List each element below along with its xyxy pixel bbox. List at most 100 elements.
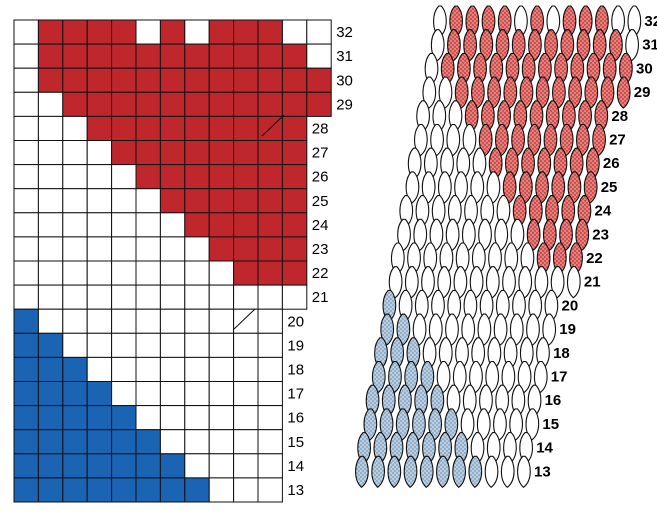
grid-cell (258, 406, 282, 430)
grid-cell (258, 333, 282, 357)
grid-cell (160, 213, 184, 237)
row-label: 28 (312, 121, 329, 138)
row-label: 21 (312, 289, 329, 306)
grid-cell (14, 478, 38, 502)
grid-cell (112, 382, 136, 406)
grid-cell (209, 454, 233, 478)
grid-cell (160, 92, 184, 116)
row-label: 16 (287, 410, 304, 427)
grid-cell (258, 357, 282, 381)
grid-cell (185, 141, 209, 165)
row-label: 30 (336, 72, 353, 89)
row-label: 15 (287, 434, 304, 451)
grid-cell (209, 189, 233, 213)
scale-cell (469, 456, 482, 487)
grid-cell (160, 478, 184, 502)
grid-cell (112, 285, 136, 309)
grid-cell (258, 213, 282, 237)
grid-cell (136, 92, 160, 116)
grid-cell (63, 20, 87, 44)
row-label: 20 (562, 297, 579, 314)
row-label: 24 (312, 217, 329, 234)
grid-cell (63, 141, 87, 165)
grid-cell (38, 165, 62, 189)
grid-cell (14, 309, 38, 333)
grid-cell (14, 116, 38, 140)
grid-cell (14, 20, 38, 44)
grid-cell (63, 165, 87, 189)
grid-cell (185, 430, 209, 454)
grid-cell (63, 116, 87, 140)
grid-cell (136, 430, 160, 454)
grid-cell (282, 68, 306, 92)
grid-cell (282, 165, 306, 189)
grid-cell (185, 454, 209, 478)
grid-cell (63, 68, 87, 92)
grid-cell (185, 261, 209, 285)
grid-cell (160, 430, 184, 454)
grid-cell (38, 92, 62, 116)
grid-cell (14, 92, 38, 116)
grid-cell (14, 406, 38, 430)
row-label: 18 (553, 345, 570, 362)
row-label: 25 (601, 179, 618, 196)
grid-cell (282, 20, 306, 44)
grid-cell (87, 382, 111, 406)
row-label: 29 (634, 84, 651, 101)
grid-cell (282, 44, 306, 68)
scale-cell (485, 456, 498, 487)
grid-cell (258, 68, 282, 92)
grid-cell (234, 20, 258, 44)
grid-cell (38, 285, 62, 309)
grid-cell (38, 357, 62, 381)
scale-cell (453, 456, 466, 487)
grid-cell (38, 333, 62, 357)
grid-cell (160, 44, 184, 68)
grid-cell (38, 454, 62, 478)
row-label: 21 (584, 274, 601, 291)
grid-cell (234, 116, 258, 140)
grid-cell (209, 213, 233, 237)
grid-cell (63, 430, 87, 454)
row-label: 17 (551, 369, 568, 386)
grid-cell (112, 430, 136, 454)
grid-cell (160, 237, 184, 261)
grid-cell (258, 20, 282, 44)
grid-cell (282, 285, 306, 309)
grid-cell (63, 406, 87, 430)
grid-cell (209, 478, 233, 502)
grid-cell (234, 430, 258, 454)
grid-cell (87, 189, 111, 213)
grid-cell (14, 454, 38, 478)
row-label: 22 (586, 250, 603, 267)
grid-cell (38, 116, 62, 140)
row-label: 20 (287, 313, 304, 330)
grid-cell (209, 309, 233, 333)
grid-cell (209, 430, 233, 454)
grid-cell (282, 213, 306, 237)
grid-cell (14, 68, 38, 92)
row-label: 28 (611, 108, 628, 125)
grid-cell (282, 141, 306, 165)
row-label: 19 (287, 337, 304, 354)
row-label: 26 (603, 155, 620, 172)
grid-cell (185, 213, 209, 237)
grid-cell (185, 165, 209, 189)
grid-cell (258, 141, 282, 165)
grid-cell (112, 309, 136, 333)
grid-cell (136, 237, 160, 261)
scale-cell (420, 456, 433, 487)
grid-cell (185, 406, 209, 430)
grid-cell (234, 406, 258, 430)
grid-cell (87, 478, 111, 502)
grid-cell (160, 68, 184, 92)
grid-cell (14, 430, 38, 454)
grid-cell (38, 213, 62, 237)
grid-cell (63, 92, 87, 116)
grid-cell (307, 92, 331, 116)
grid-cell (160, 189, 184, 213)
grid-cell (14, 237, 38, 261)
grid-cell (209, 357, 233, 381)
grid-cell (14, 213, 38, 237)
